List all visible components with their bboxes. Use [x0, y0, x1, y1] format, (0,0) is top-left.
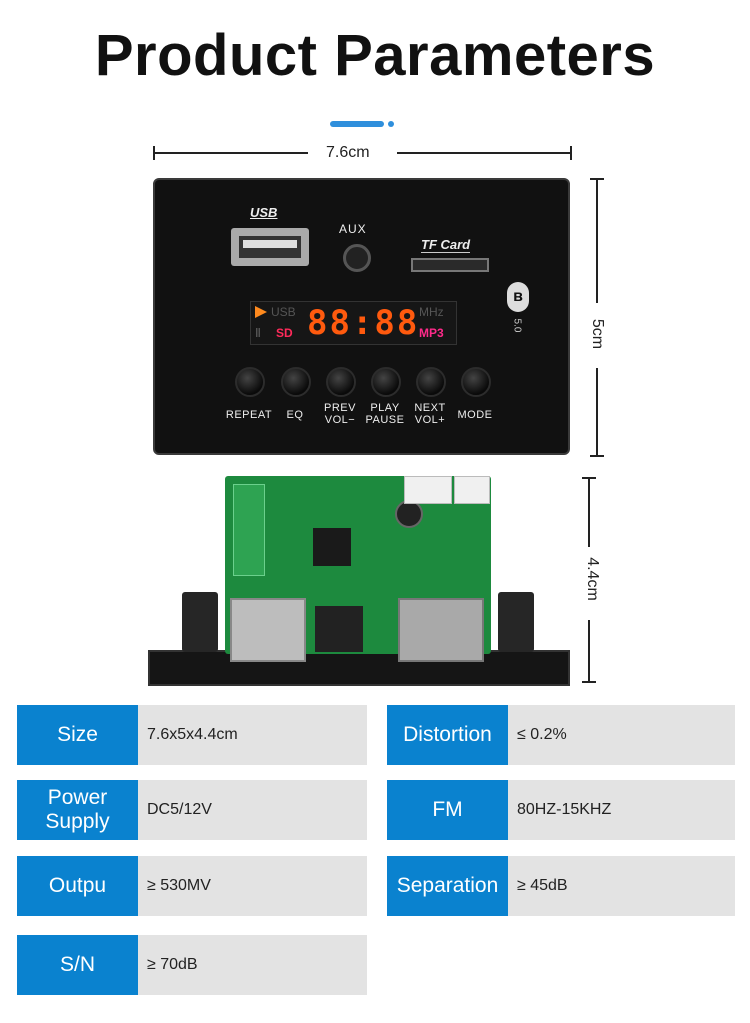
- repeat-button: [235, 367, 265, 397]
- spec-value-fm: 80HZ-15KHZ: [508, 780, 735, 840]
- capacitor: [395, 500, 423, 528]
- usb-port: [231, 228, 309, 266]
- main-chip: [313, 528, 351, 566]
- width-dim-line-right: [397, 152, 571, 154]
- pause-indicator-icon: ‖: [255, 326, 261, 340]
- display-usb-indicator: USB: [271, 305, 296, 319]
- module-bezel-side: [148, 650, 570, 686]
- spec-label-distortion: Distortion: [387, 705, 508, 765]
- height-dim-cap-bottom: [590, 455, 604, 457]
- pcb-tf-socket: [398, 598, 484, 662]
- spec-label-sn: S/N: [17, 935, 138, 995]
- display-mp3-indicator: MP3: [419, 326, 444, 340]
- wire-connector-right: [454, 476, 490, 504]
- next-button: [416, 367, 446, 397]
- depth-dim-label: 4.4cm: [583, 557, 601, 601]
- module-front-panel: USB AUX TF Card ʙ 5.0 USB ‖ SD 88:88 MHz…: [153, 178, 570, 455]
- eq-label: EQ: [286, 409, 304, 421]
- eq-button: [281, 367, 311, 397]
- title-accent-bar: [330, 121, 384, 127]
- aux-jack: [343, 244, 371, 272]
- spec-value-separation: ≥ 45dB: [508, 856, 735, 916]
- pcb-aux-socket: [315, 606, 363, 652]
- depth-dim-cap-bottom: [582, 681, 596, 683]
- height-dim-label: 5cm: [589, 318, 607, 350]
- spec-label-separation: Separation: [387, 856, 508, 916]
- usb-logo: USB: [250, 205, 278, 220]
- play-pause-button: [371, 367, 401, 397]
- display-digits: 88:88: [307, 303, 420, 343]
- spec-label-size: Size: [17, 705, 138, 765]
- depth-dim-line-bottom: [588, 620, 590, 682]
- spec-label-output: Outpu: [17, 856, 138, 916]
- width-dim-cap-right: [570, 146, 572, 160]
- tf-card-slot: [411, 258, 489, 272]
- mounting-post-left: [182, 592, 218, 652]
- bluetooth-antenna: [233, 484, 265, 576]
- display-mhz-indicator: MHz: [419, 305, 444, 319]
- pcb-usb-socket: [230, 598, 306, 662]
- spec-value-distortion: ≤ 0.2%: [508, 705, 735, 765]
- bluetooth-version: 5.0: [511, 318, 523, 333]
- width-dim-label: 7.6cm: [326, 144, 370, 161]
- page-title: Product Parameters: [94, 23, 656, 88]
- width-dim-line-left: [153, 152, 308, 154]
- height-dim-line-bottom: [596, 368, 598, 456]
- spec-value-size: 7.6x5x4.4cm: [138, 705, 367, 765]
- play-indicator-icon: [255, 306, 267, 318]
- led-display: USB ‖ SD 88:88 MHz MP3: [250, 301, 457, 345]
- spec-label-power-supply: Power Supply: [17, 780, 138, 840]
- spec-label-fm: FM: [387, 780, 508, 840]
- mounting-post-right: [498, 592, 534, 652]
- bluetooth-icon: ʙ: [507, 282, 529, 312]
- spec-value-sn: ≥ 70dB: [138, 935, 367, 995]
- prev-button: [326, 367, 356, 397]
- spec-value-output: ≥ 530MV: [138, 856, 367, 916]
- height-dim-line-top: [596, 178, 598, 303]
- spec-value-power-supply: DC5/12V: [138, 780, 367, 840]
- repeat-label: REPEAT: [225, 409, 273, 421]
- tf-card-label: TF Card: [421, 237, 471, 253]
- title-accent-dot: [388, 121, 394, 127]
- wire-connector-left: [404, 476, 452, 504]
- display-sd-indicator: SD: [276, 326, 293, 340]
- depth-dim-line-top: [588, 477, 590, 547]
- mode-button: [461, 367, 491, 397]
- aux-label: AUX: [339, 222, 367, 236]
- mode-label: MODE: [457, 409, 493, 421]
